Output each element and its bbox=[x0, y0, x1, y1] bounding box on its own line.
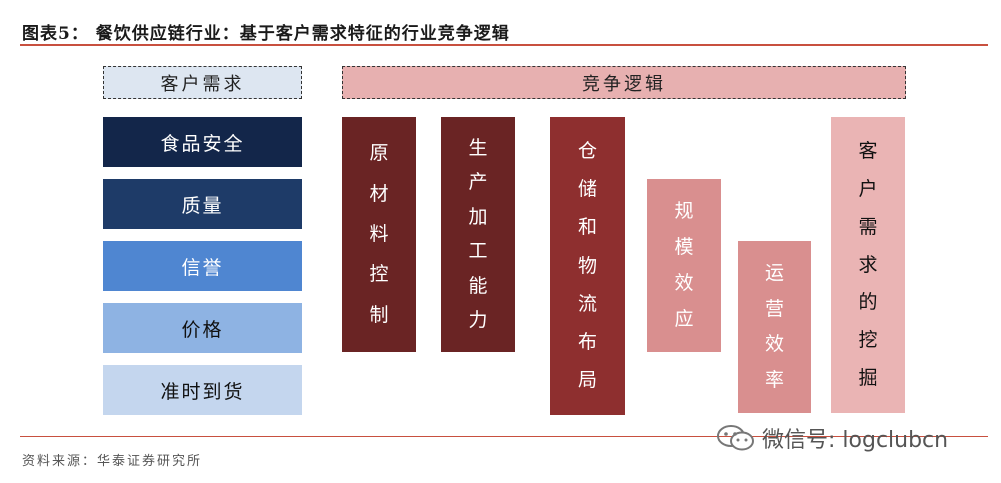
competition-factor-char: 流 bbox=[577, 292, 597, 315]
source-note: 资料来源：华泰证券研究所 bbox=[22, 454, 203, 469]
competition-factor-char: 料 bbox=[369, 222, 389, 245]
customer-need-item: 食品安全 bbox=[103, 117, 302, 167]
competition-factor-char: 的 bbox=[858, 291, 878, 314]
competition-factor-char: 生 bbox=[468, 136, 488, 159]
competition-factor-char: 需 bbox=[858, 215, 878, 238]
title-divider bbox=[20, 44, 988, 46]
customer-need-item: 准时到货 bbox=[103, 365, 302, 415]
customer-needs-header: 客户需求 bbox=[103, 66, 302, 99]
competition-factor-char: 布 bbox=[577, 330, 597, 353]
competition-factor-char: 率 bbox=[764, 369, 784, 392]
competition-factor-char: 规 bbox=[674, 200, 694, 222]
competition-factor-column: 运营效率 bbox=[738, 241, 811, 413]
competition-factor-char: 原 bbox=[369, 142, 389, 165]
customer-need-item: 质量 bbox=[103, 179, 302, 229]
competition-factor-column: 原材料控制 bbox=[342, 117, 416, 352]
competition-factor-column: 仓储和物流布局 bbox=[550, 117, 625, 415]
competition-factor-char: 控 bbox=[369, 263, 389, 286]
competition-factor-char: 仓 bbox=[577, 140, 597, 163]
competition-factor-char: 运 bbox=[764, 261, 784, 284]
competition-factor-char: 和 bbox=[577, 216, 597, 239]
competition-factor-char: 掘 bbox=[858, 367, 878, 390]
competition-factor-char: 求 bbox=[858, 253, 878, 276]
competition-factor-column: 客户需求的挖掘 bbox=[831, 117, 905, 413]
competition-factor-column: 规模效应 bbox=[647, 179, 721, 352]
competition-factor-char: 储 bbox=[577, 178, 597, 201]
competition-factor-char: 效 bbox=[674, 272, 694, 294]
watermark-text: 微信号: logclubcn bbox=[762, 428, 949, 453]
competition-factor-char: 局 bbox=[577, 368, 597, 391]
competition-logic-header: 竞争逻辑 bbox=[342, 66, 906, 99]
competition-factor-char: 力 bbox=[468, 309, 488, 332]
competition-factor-char: 制 bbox=[369, 303, 389, 326]
wechat-watermark: 微信号: logclubcn bbox=[716, 420, 948, 456]
competition-factor-char: 效 bbox=[764, 333, 784, 356]
competition-factor-char: 模 bbox=[674, 236, 694, 258]
competition-factor-char: 能 bbox=[468, 274, 488, 297]
competition-factor-char: 户 bbox=[858, 177, 878, 200]
competition-factor-char: 挖 bbox=[858, 329, 878, 352]
customer-need-item: 价格 bbox=[103, 303, 302, 353]
competition-factor-char: 加 bbox=[468, 205, 488, 228]
competition-factor-column: 生产加工能力 bbox=[441, 117, 515, 352]
competition-factor-char: 应 bbox=[674, 308, 694, 330]
customer-need-item: 信誉 bbox=[103, 241, 302, 291]
competition-factor-char: 物 bbox=[577, 254, 597, 277]
competition-factor-char: 产 bbox=[468, 171, 488, 194]
footer-divider bbox=[20, 436, 988, 437]
wechat-icon bbox=[716, 423, 756, 453]
figure-title: 图表5： 餐饮供应链行业：基于客户需求特征的行业竞争逻辑 bbox=[22, 24, 510, 44]
competition-factor-char: 材 bbox=[369, 182, 389, 205]
competition-factor-char: 客 bbox=[858, 139, 878, 162]
competition-factor-char: 营 bbox=[764, 297, 784, 320]
competition-factor-char: 工 bbox=[468, 240, 488, 263]
